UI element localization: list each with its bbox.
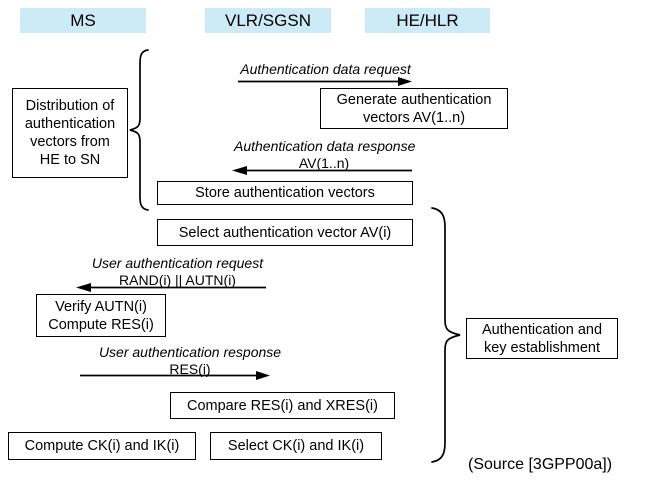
message-title-auth-data-request: Authentication data request [240,61,411,77]
phase-label-distribution: Distribution of authentication vectors f… [12,88,128,178]
action-store-av-line-1: Store authentication vectors [195,185,375,201]
message-label-auth-data-request: Authentication data request [238,61,413,78]
lane-header-vlr-sgsn: VLR/SGSN [205,8,331,33]
message-arrow-user-auth-response [80,370,270,381]
phase-auth-key-line-1: Authentication and [481,321,603,338]
action-box-select-av: Select authentication vector AV(i) [157,219,413,246]
message-title-user-auth-request: User authentication request [91,255,264,271]
message-label-user-auth-response: User authentication response RES(i) [90,344,290,378]
lane-header-ms: MS [20,8,146,33]
action-compare-res-line-1: Compare RES(i) and XRES(i) [187,397,378,414]
phase-auth-key-line-2: key establishment [483,339,601,356]
message-label-user-auth-request: User authentication request RAND(i) || A… [85,255,270,289]
phase-distribution-line-2: authentication [24,116,116,132]
message-title-user-auth-response: User authentication response [98,344,282,360]
message-title-auth-data-response: Authentication data response [234,138,416,154]
action-select-av-line-1: Select authentication vector AV(i) [178,224,392,241]
message-payload-user-auth-request: RAND(i) || AUTN(i) [119,272,236,288]
message-payload-user-auth-response: RES(i) [169,361,211,377]
source-note: (Source [3GPP00a]) [468,456,613,473]
phase-distribution-line-3: vectors from [30,134,110,150]
action-verify-autn-line-1: Verify AUTN(i) [55,298,147,315]
action-box-select-ck-ik: Select CK(i) and IK(i) [210,432,382,460]
message-arrow-auth-data-request [238,76,412,87]
action-box-compare-res: Compare RES(i) and XRES(i) [170,392,395,419]
phase-distribution-line-4: HE to SN [39,152,101,168]
message-payload-auth-data-response: AV(1..n) [298,155,350,171]
action-box-generate-av: Generate authentication vectors AV(1..n) [320,88,508,129]
message-arrow-auth-data-response [232,165,412,176]
phase-label-auth-key-establishment: Authentication and key establishment [466,318,618,359]
action-box-store-av: Store authentication vectors [157,181,413,205]
phase-distribution-line-1: Distribution of [25,98,115,114]
lane-header-he-hlr: HE/HLR [365,8,490,33]
action-select-ck-ik-line-1: Select CK(i) and IK(i) [227,438,365,454]
action-verify-autn-line-2: Compute RES(i) [48,316,154,333]
action-compute-ck-ik-line-1: Compute CK(i) and IK(i) [24,438,180,454]
message-label-auth-data-response: Authentication data response AV(1..n) [234,138,416,172]
action-generate-av-line-2: vectors AV(1..n) [362,109,466,126]
action-box-verify-autn: Verify AUTN(i) Compute RES(i) [36,294,166,337]
right-brace-icon [430,206,462,464]
action-generate-av-line-1: Generate authentication [336,91,492,108]
left-brace-icon [128,48,150,212]
action-box-compute-ck-ik: Compute CK(i) and IK(i) [8,432,196,460]
message-arrow-user-auth-request [76,282,266,293]
